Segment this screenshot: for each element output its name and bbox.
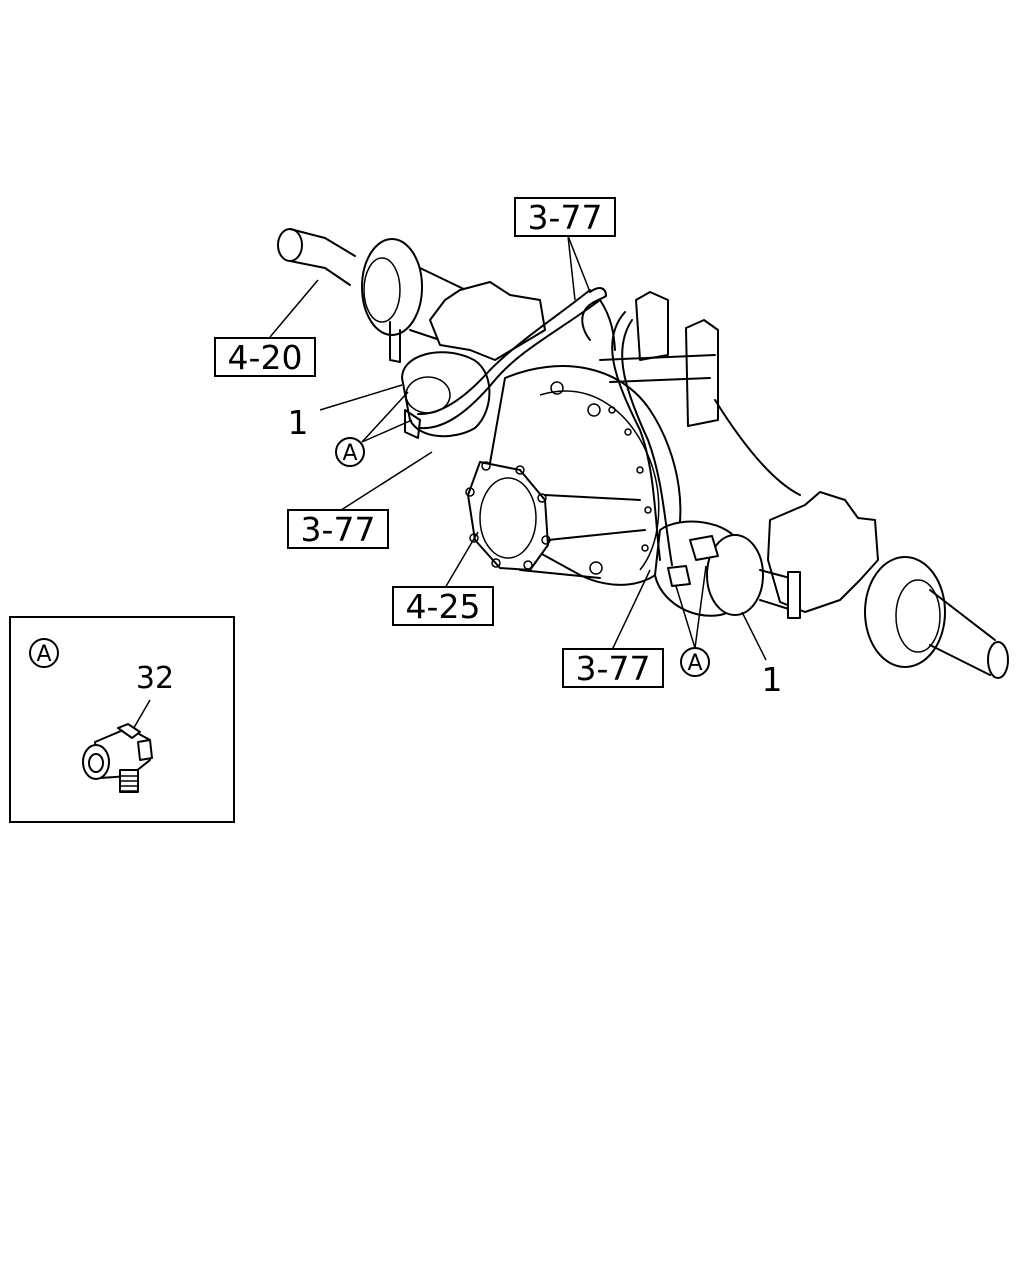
detail-a-right-text: A bbox=[687, 651, 702, 676]
detail-a-right-marker: A bbox=[680, 647, 710, 677]
elbow-fitting-part-32 bbox=[82, 723, 153, 793]
callout-3-77-left-text: 3-77 bbox=[301, 510, 376, 549]
left-axle-shaft bbox=[277, 228, 471, 341]
detail-a-left-marker: A bbox=[335, 437, 365, 467]
callout-4-25: 4-25 bbox=[392, 586, 494, 626]
inset-detail-marker-text: A bbox=[36, 642, 51, 667]
inset-detail-marker: A bbox=[29, 638, 59, 668]
callout-3-77-left: 3-77 bbox=[287, 509, 389, 549]
part-1-left-label: 1 bbox=[288, 403, 309, 442]
part-32-label: 32 bbox=[136, 661, 174, 696]
callout-4-20: 4-20 bbox=[214, 337, 316, 377]
callout-3-77-bottom: 3-77 bbox=[562, 648, 664, 688]
air-lines bbox=[417, 287, 719, 587]
right-axle-housing bbox=[767, 491, 879, 613]
left-brake-chamber bbox=[401, 351, 491, 439]
callout-3-77-top: 3-77 bbox=[514, 197, 616, 237]
callout-3-77-top-text: 3-77 bbox=[528, 198, 603, 237]
pinion-flange bbox=[465, 461, 646, 579]
detail-a-left-text: A bbox=[342, 441, 357, 466]
leader-lines bbox=[269, 235, 767, 661]
callout-4-20-text: 4-20 bbox=[228, 338, 303, 377]
callout-4-25-text: 4-25 bbox=[406, 587, 481, 626]
detail-a-inset: A 32 bbox=[9, 616, 235, 823]
part-1-right-label: 1 bbox=[762, 660, 783, 699]
callout-3-77-bottom-text: 3-77 bbox=[576, 649, 651, 688]
carrier-brackets bbox=[599, 291, 801, 496]
right-axle-shaft bbox=[864, 556, 1009, 679]
